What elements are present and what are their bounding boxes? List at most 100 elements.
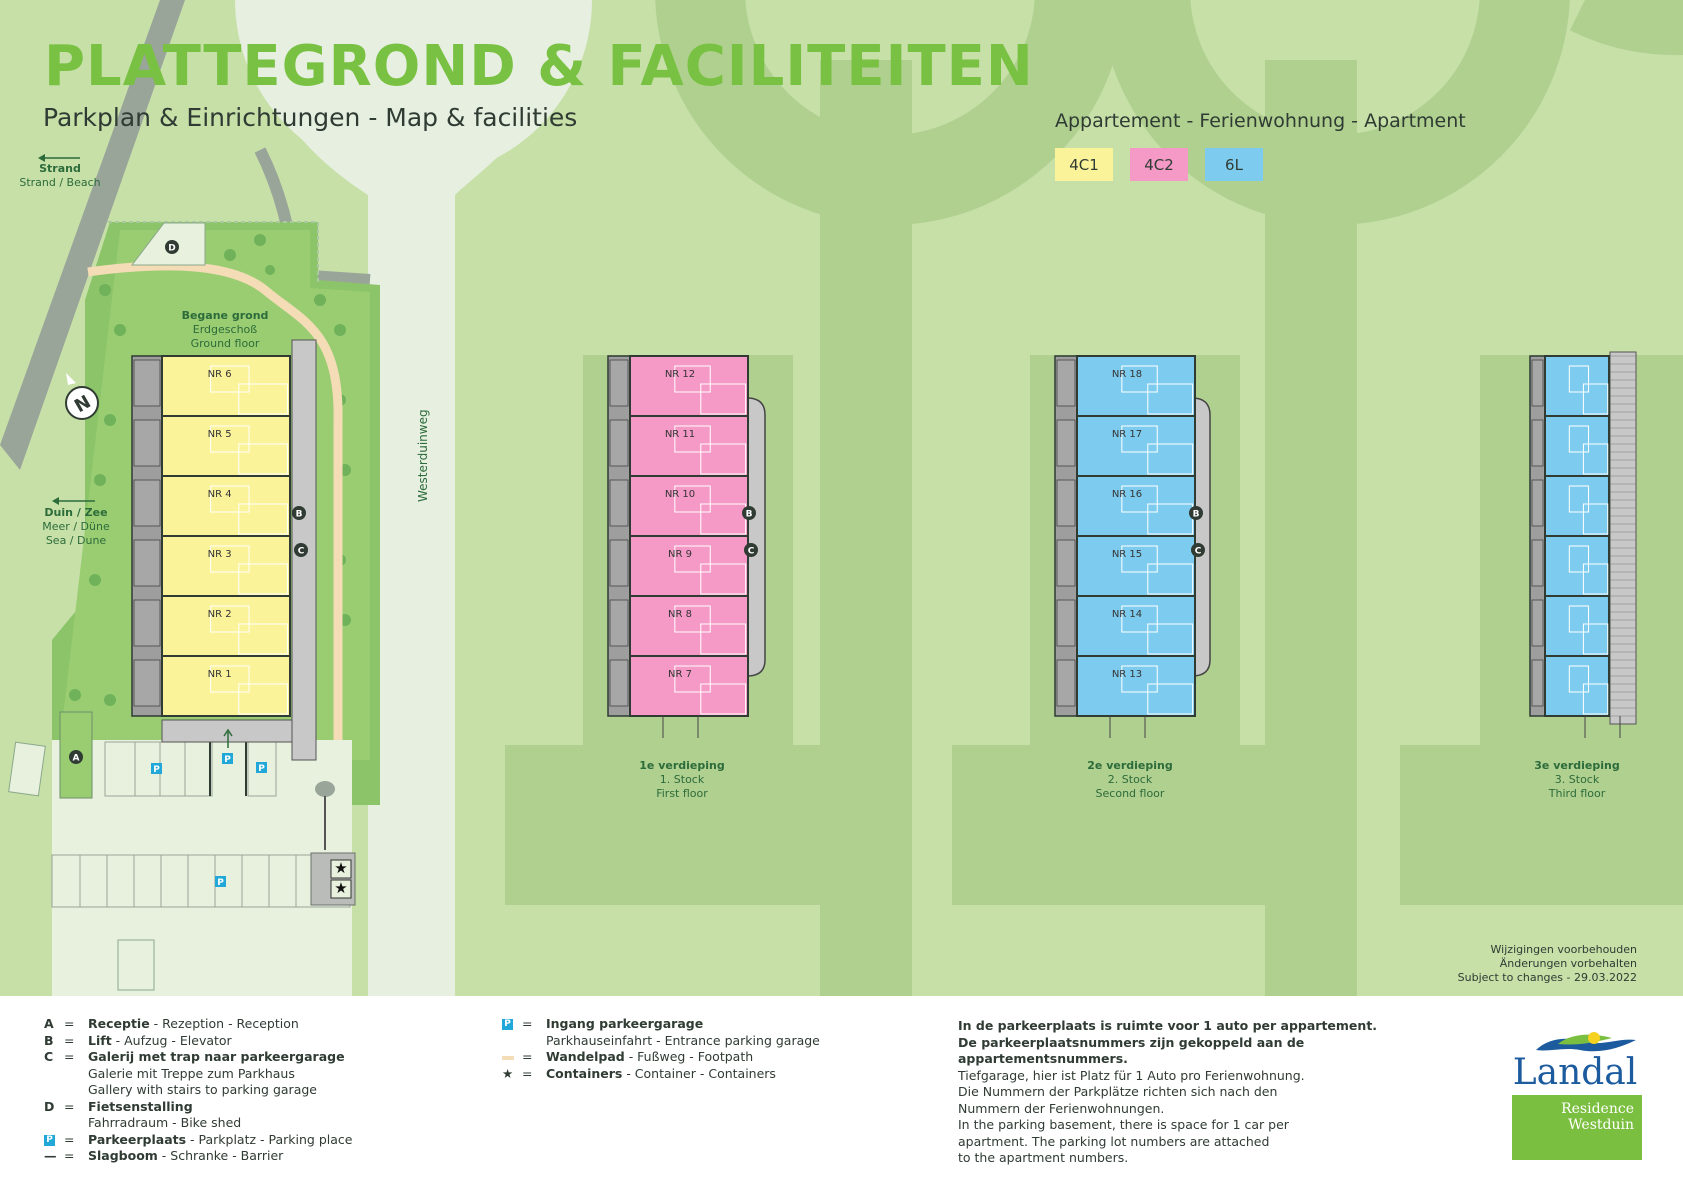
room-outline — [1582, 383, 1609, 415]
room-outline — [238, 683, 288, 715]
apartment-unit — [161, 415, 291, 477]
room-outline — [1147, 683, 1194, 715]
legend-item-parking: P=Parkeerplaats - Parkplatz - Parking pl… — [44, 1132, 352, 1149]
balcony — [1531, 659, 1544, 707]
apartment-unit — [1076, 655, 1196, 717]
room-outline — [238, 443, 288, 475]
bike-shed-marker — [165, 240, 179, 254]
room-outline — [1568, 605, 1590, 633]
gallery — [746, 397, 766, 677]
room-outline — [1121, 605, 1158, 633]
gallery-marker — [1191, 543, 1205, 557]
apartment-unit — [629, 475, 749, 537]
legend-item-c-de: Galerie mit Treppe zum Parkhaus — [88, 1065, 295, 1081]
star-icon: ★ — [502, 1065, 514, 1081]
unit-number: NR 7 — [668, 669, 692, 680]
balcony — [133, 479, 161, 527]
room-outline — [674, 425, 711, 453]
logo-brand: Landal — [1512, 1052, 1638, 1093]
apartment-types-heading: Appartement - Ferienwohnung - Apartment — [1055, 110, 1466, 132]
garage-entrance-icon — [222, 753, 233, 764]
room-outline — [238, 383, 288, 415]
parking-icon-label: P — [217, 878, 224, 888]
apartment-unit — [1076, 415, 1196, 477]
gallery-marker-label: C — [298, 547, 305, 557]
apartment-unit — [1544, 475, 1610, 537]
apartment-unit — [629, 355, 749, 417]
balcony — [609, 419, 629, 467]
parking-icon — [215, 876, 226, 887]
unit-number: NR 15 — [1112, 549, 1142, 560]
room-outline — [1582, 683, 1609, 715]
road-label: Westerduinweg — [416, 409, 430, 502]
unit-number: NR 1 — [208, 669, 232, 680]
room-outline — [238, 563, 288, 595]
legend-item-b: B=Lift - Aufzug - Elevator — [44, 1032, 232, 1048]
apartment-unit — [1076, 535, 1196, 597]
apartment-unit — [1544, 655, 1610, 717]
balcony — [609, 659, 629, 707]
balcony — [1531, 599, 1544, 647]
room-outline — [1582, 503, 1609, 535]
room-outline — [238, 503, 288, 535]
parking-icon: P — [44, 1134, 55, 1146]
apartment-unit — [629, 655, 749, 717]
legend-item-footpath: =Wandelpad - Fußweg - Footpath — [502, 1049, 820, 1066]
unit-number: NR 3 — [208, 549, 232, 560]
room-outline — [1582, 623, 1609, 655]
room-outline — [700, 563, 747, 595]
apartment-unit — [1076, 595, 1196, 657]
apartment-unit — [629, 595, 749, 657]
legend-item-a: A=Receptie - Rezeption - Reception — [44, 1016, 299, 1031]
swatch-4c1: 4C1 — [1055, 148, 1113, 181]
container-star-icon: ★ — [334, 879, 347, 897]
room-outline — [1568, 485, 1590, 513]
lift-marker — [742, 506, 756, 520]
legend-item-c-en: Gallery with stairs to parking garage — [88, 1082, 317, 1097]
room-outline — [700, 683, 747, 715]
balcony — [133, 419, 161, 467]
north-arrow: N — [65, 373, 99, 420]
room-outline — [1582, 443, 1609, 475]
legend-left: A=Receptie - Rezeption - Reception B=Lif… — [44, 1016, 352, 1165]
room-outline — [1121, 425, 1158, 453]
room-outline — [1568, 425, 1590, 453]
balcony — [1056, 599, 1076, 647]
balcony — [609, 539, 629, 587]
gallery-marker — [744, 543, 758, 557]
legend-item-garage-sub: Parkhauseinfahrt - Entrance parking gara… — [546, 1032, 820, 1048]
gallery — [1191, 397, 1211, 677]
unit-number: NR 8 — [668, 609, 692, 620]
unit-number: NR 10 — [665, 489, 695, 500]
parking-icon — [151, 763, 162, 774]
unit-number: NR 4 — [208, 489, 232, 500]
entrance-arrow-icon — [223, 728, 233, 748]
balcony — [1056, 539, 1076, 587]
balcony — [609, 359, 629, 407]
balcony — [1056, 479, 1076, 527]
room-outline — [674, 365, 711, 393]
apartment-unit — [1076, 475, 1196, 537]
unit-number: NR 18 — [1112, 369, 1142, 380]
container-star-icon: ★ — [334, 859, 347, 877]
legend-item-d-sub: Fahrradraum - Bike shed — [88, 1115, 242, 1130]
apartment-unit — [1544, 355, 1610, 417]
legend-item-d: D=Fietsenstalling — [44, 1098, 193, 1114]
room-outline — [674, 485, 711, 513]
room-outline — [1121, 665, 1158, 693]
garage-entrance-icon-label: P — [224, 755, 231, 765]
footpath-icon — [502, 1055, 514, 1060]
room-outline — [700, 383, 747, 415]
unit-number: NR 9 — [668, 549, 692, 560]
unit-number: NR 11 — [665, 429, 695, 440]
room-outline — [674, 545, 711, 573]
room-outline — [210, 545, 250, 573]
unit-number: NR 16 — [1112, 489, 1142, 500]
room-outline — [674, 665, 711, 693]
bike-shed-marker-label: D — [168, 244, 175, 254]
room-outline — [700, 443, 747, 475]
